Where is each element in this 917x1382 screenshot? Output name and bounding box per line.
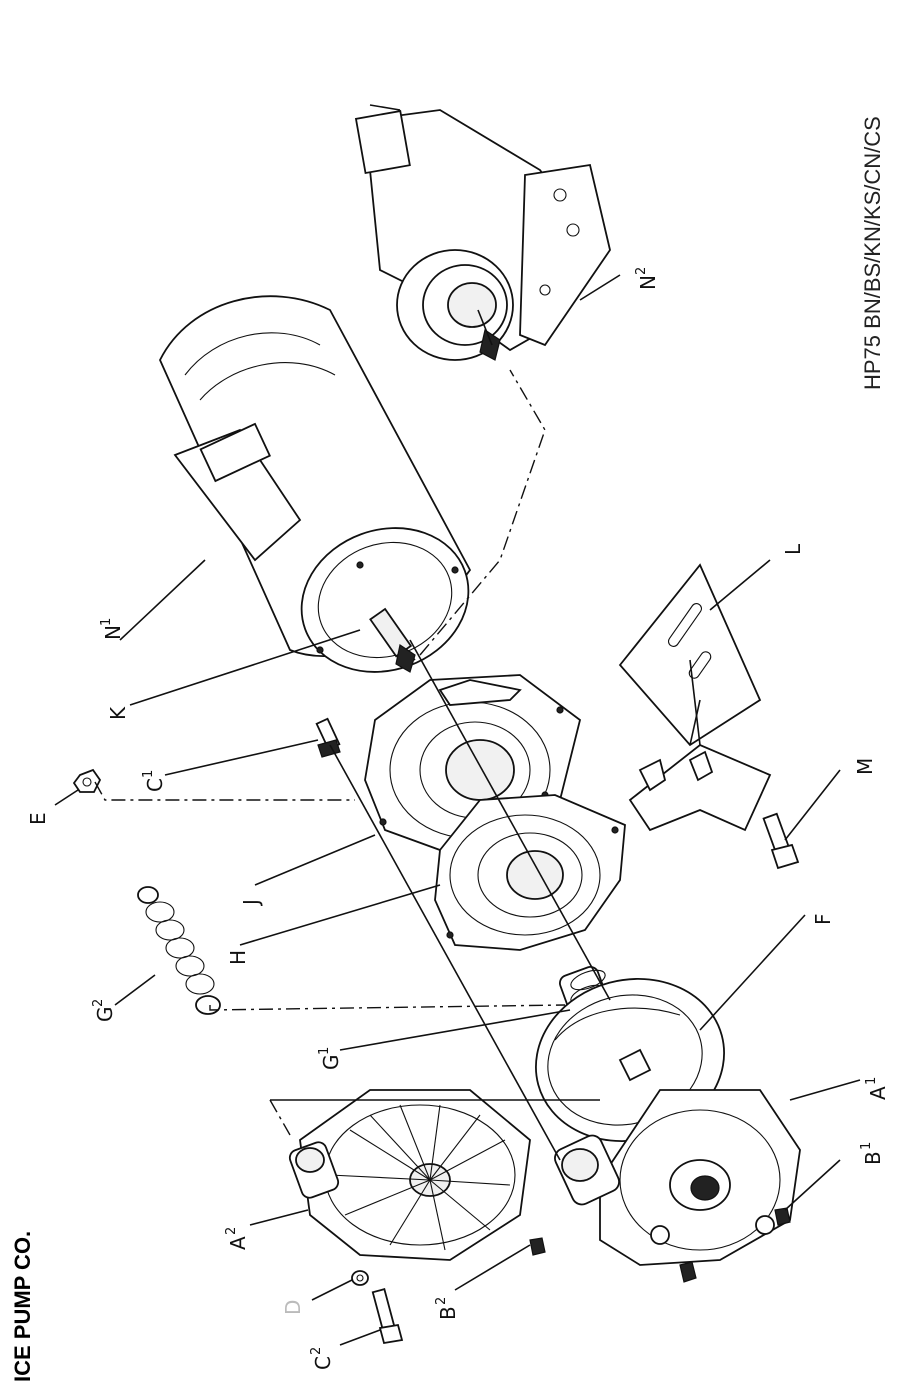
svg-text:A: A (226, 1236, 250, 1250)
label-m: M (853, 758, 877, 775)
brand-logo-text: ICE PUMP CO. (10, 1231, 35, 1382)
svg-text:2: 2 (91, 999, 106, 1007)
svg-text:K: K (106, 706, 130, 720)
alignment-line-e (94, 781, 355, 801)
label-d: D (281, 1300, 305, 1315)
svg-text:A: A (866, 1086, 890, 1100)
motor-end-bracket-n2 (354, 104, 611, 361)
alignment-line-motor (419, 369, 546, 656)
svg-text:1: 1 (141, 770, 156, 778)
svg-text:L: L (781, 543, 805, 555)
svg-text:C: C (143, 778, 167, 792)
label-n2: N 2 (634, 267, 660, 290)
svg-text:M: M (853, 758, 877, 775)
shaft-axis-line (409, 639, 611, 1001)
leader-lines (54, 274, 861, 1346)
label-e: E (26, 812, 50, 825)
model-designation: HP75 BN/BS/KN/KS/CN/CS (860, 116, 885, 390)
svg-text:J: J (239, 899, 263, 907)
label-j: J (239, 899, 263, 907)
label-f: F (811, 913, 835, 925)
label-a1: A 1 (864, 1077, 890, 1100)
label-c1: C 1 (141, 770, 167, 792)
alignment-line-a2 (269, 1099, 291, 1136)
svg-text:2: 2 (224, 1227, 239, 1235)
base-bracket-l (618, 563, 772, 832)
casing-axis-line (329, 744, 561, 1161)
motor-body-n1 (159, 295, 472, 673)
svg-text:1: 1 (864, 1077, 879, 1085)
pump-casing-a1 (554, 1089, 801, 1283)
svg-text:F: F (811, 913, 835, 925)
bolt-c1 (315, 717, 341, 758)
label-g2: G 2 (91, 999, 117, 1022)
label-g1: G 1 (317, 1047, 343, 1070)
nut-e (72, 768, 102, 793)
gasket-h (434, 794, 626, 951)
svg-text:B: B (861, 1151, 885, 1165)
svg-text:D: D (281, 1300, 305, 1315)
bolt-m (762, 812, 800, 870)
svg-text:1: 1 (317, 1047, 332, 1055)
label-l: L (781, 543, 805, 555)
pump-casing-a2 (288, 1089, 546, 1261)
bolt-c2 (371, 1288, 404, 1345)
shaft-seal-spring-g2 (137, 886, 221, 1015)
label-b1: B 1 (859, 1142, 885, 1165)
svg-text:1: 1 (99, 618, 114, 626)
label-b2: B 2 (434, 1297, 460, 1320)
svg-text:G: G (93, 1007, 117, 1023)
label-a2: A 2 (224, 1227, 250, 1250)
svg-text:2: 2 (434, 1297, 449, 1305)
svg-text:N: N (636, 275, 660, 290)
svg-text:N: N (101, 625, 125, 640)
label-h: H (226, 950, 250, 965)
label-c2: C 2 (309, 1347, 335, 1370)
label-n1: N 1 (99, 618, 125, 640)
svg-text:1: 1 (859, 1142, 874, 1150)
svg-text:E: E (26, 812, 50, 825)
svg-text:2: 2 (309, 1347, 324, 1355)
svg-text:2: 2 (634, 267, 649, 275)
svg-text:C: C (311, 1356, 335, 1370)
alignment-line-g (209, 1004, 566, 1011)
svg-text:B: B (436, 1306, 460, 1320)
svg-text:H: H (226, 950, 250, 965)
svg-text:G: G (319, 1055, 343, 1071)
label-k: K (106, 706, 130, 720)
washer-d (351, 1270, 369, 1286)
